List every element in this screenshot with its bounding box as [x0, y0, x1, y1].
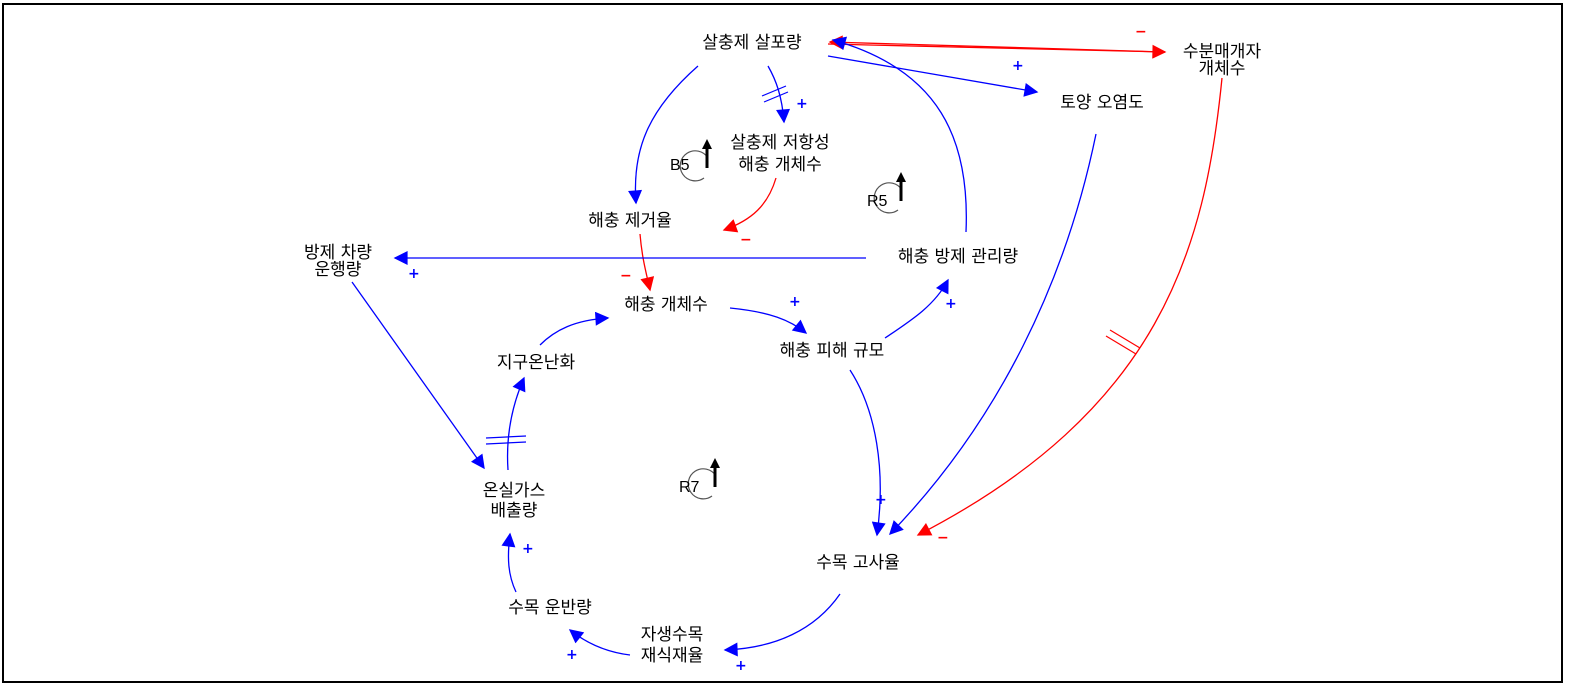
- link-vehicle-to-ghg: [351, 281, 485, 470]
- link-pesticide-to-soil: [827, 55, 1039, 97]
- link-population-to-damage: [729, 307, 808, 334]
- loop-label-r5: R5: [867, 193, 888, 210]
- node-resistant-line2: 해충 개체수: [738, 155, 822, 175]
- polarity-plus: +: [1012, 58, 1024, 74]
- loop-r7: R7: [679, 458, 720, 500]
- node-replant-line1: 자생수목: [641, 625, 704, 645]
- polarity-plus: +: [796, 96, 808, 112]
- link-pollinator-to-mortality: [916, 77, 1223, 536]
- link-warming-to-population: [539, 311, 610, 346]
- link-pollinator-to-pesticide: [828, 35, 1166, 53]
- node-global-warming: 지구온난화: [497, 353, 576, 373]
- node-pollinator-line2: 개체수: [1199, 59, 1246, 79]
- node-replant-line2: 재식재율: [641, 646, 704, 666]
- loop-b5: B5: [670, 139, 712, 182]
- node-pesticide-application: 살충제 살포량: [702, 33, 802, 53]
- loop-label-b5: B5: [670, 157, 690, 174]
- loop-r5: R5: [867, 172, 906, 214]
- link-damage-to-management: [884, 278, 949, 339]
- polarity-plus: +: [735, 658, 747, 674]
- link-pesticide-to-resistant: [761, 65, 791, 124]
- link-management-to-pesticide: [831, 36, 967, 233]
- link-damage-to-mortality: [849, 369, 886, 537]
- node-ghg-line1: 온실가스: [483, 481, 546, 501]
- node-resistant-line1: 살충제 저항성: [730, 133, 829, 153]
- link-transport-to-ghg: [501, 532, 517, 593]
- link-resistant-to-removal: [722, 177, 777, 233]
- polarity-minus: −: [620, 268, 632, 284]
- link-ghg-to-warming: [485, 376, 527, 471]
- polarity-minus: −: [1135, 24, 1147, 40]
- polarity-plus: +: [875, 492, 887, 508]
- node-tree-mortality: 수목 고사율: [816, 553, 900, 573]
- polarity-plus: +: [408, 266, 420, 282]
- node-pest-control-management: 해충 방제 관리량: [898, 247, 1019, 267]
- polarity-plus: +: [522, 541, 534, 557]
- node-vehicle-line2: 운행량: [315, 260, 362, 280]
- polarity-plus: +: [789, 294, 801, 310]
- node-soil-pollution: 토양 오염도: [1060, 93, 1144, 113]
- node-pest-damage: 해충 피해 규모: [780, 341, 885, 361]
- node-ghg-line2: 배출량: [491, 501, 538, 521]
- polarity-minus: −: [740, 232, 752, 248]
- link-mortality-to-replant: [723, 593, 841, 657]
- node-timber-transport: 수목 운반량: [508, 598, 592, 618]
- node-vehicle-line1: 방제 차량: [304, 243, 372, 263]
- node-pest-population: 해충 개체수: [624, 295, 708, 315]
- link-removal-to-population: [639, 233, 655, 292]
- link-replant-to-transport: [568, 629, 631, 656]
- loop-label-r7: R7: [679, 479, 700, 496]
- polarity-minus: −: [937, 530, 949, 546]
- link-pesticide-to-removal: [628, 65, 699, 205]
- node-pollinator-line1: 수분매개자: [1183, 42, 1262, 62]
- polarity-plus: +: [945, 296, 957, 312]
- polarity-plus: +: [566, 647, 578, 663]
- node-pest-removal-rate: 해충 제거율: [588, 211, 672, 231]
- link-soil-to-mortality: [889, 133, 1097, 536]
